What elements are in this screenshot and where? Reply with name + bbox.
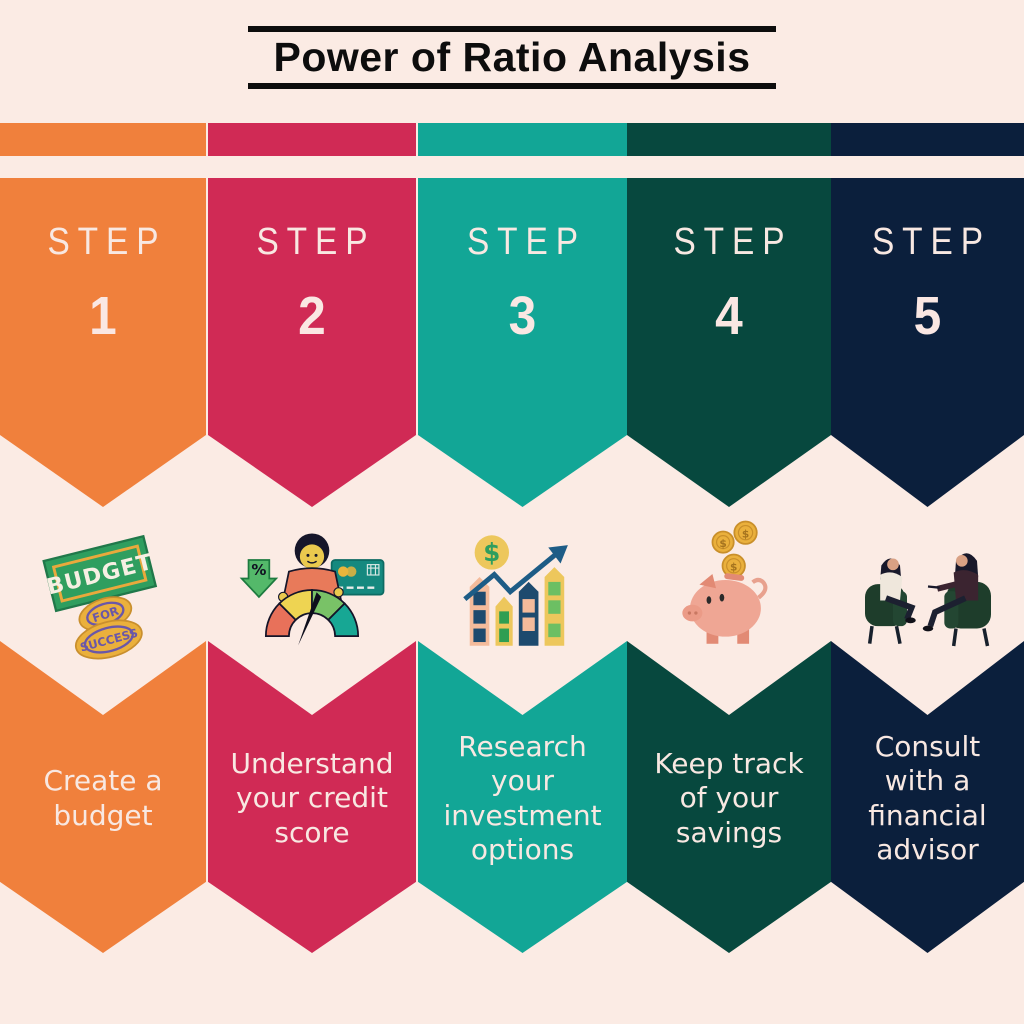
svg-text:$: $ <box>742 527 749 540</box>
financial-advisor-meeting-icon <box>831 515 1024 665</box>
step-description-3: Research your investment options <box>443 730 602 866</box>
title-block: Power of Ratio Analysis <box>0 26 1024 90</box>
description-banner-5: Consult with a financial advisor <box>831 641 1024 953</box>
svg-text:$: $ <box>719 537 726 550</box>
step-column-1: STEP 1 BUDGET FOR SUCCESS <box>0 0 206 1024</box>
step-description-2: Understand your credit score <box>230 747 394 849</box>
description-banner-1: Create a budget <box>0 641 206 953</box>
step-description-5: Consult with a financial advisor <box>868 730 987 866</box>
step-number-3: 3 <box>508 286 537 346</box>
budget-stamp-icon: BUDGET FOR SUCCESS <box>0 515 206 665</box>
piggy-bank-coins-icon: $ $ $ <box>627 515 831 665</box>
credit-score-gauge-icon: % <box>208 515 416 665</box>
step-number-2: 2 <box>298 286 326 346</box>
step-number-1: 1 <box>89 286 117 346</box>
step-column-4: STEP 4 $ $ $ <box>627 0 831 1024</box>
step-banner-1: STEP 1 <box>0 123 206 507</box>
investment-growth-chart-icon: $ <box>418 515 627 665</box>
title-rule-top <box>248 26 776 32</box>
page-title: Power of Ratio Analysis <box>273 34 751 80</box>
svg-text:$: $ <box>730 561 737 574</box>
description-banner-4: Keep track of your savings <box>627 641 831 953</box>
step-label-3: STEP <box>466 221 586 263</box>
divider-stripe <box>0 156 1024 178</box>
svg-text:%: % <box>251 561 266 579</box>
description-banner-3: Research your investment options <box>418 641 627 953</box>
svg-text:$: $ <box>483 538 500 567</box>
step-label-5: STEP <box>871 221 991 263</box>
step-banner-4: STEP 4 <box>627 123 831 507</box>
step-label-1: STEP <box>47 221 167 263</box>
step-column-5: STEP 5 <box>831 0 1024 1024</box>
step-label-4: STEP <box>673 221 793 263</box>
step-label-2: STEP <box>256 221 376 263</box>
step-column-2: STEP 2 % <box>208 0 416 1024</box>
step-number-4: 4 <box>715 286 743 346</box>
step-number-5: 5 <box>913 286 942 346</box>
step-description-1: Create a budget <box>43 764 163 832</box>
step-banner-2: STEP 2 <box>208 123 416 507</box>
title-rule-bottom <box>248 83 776 90</box>
step-banner-3: STEP 3 <box>418 123 627 507</box>
step-column-3: STEP 3 $ <box>418 0 627 1024</box>
step-banner-5: STEP 5 <box>831 123 1024 507</box>
description-banner-2: Understand your credit score <box>208 641 416 953</box>
step-description-4: Keep track of your savings <box>654 747 804 849</box>
